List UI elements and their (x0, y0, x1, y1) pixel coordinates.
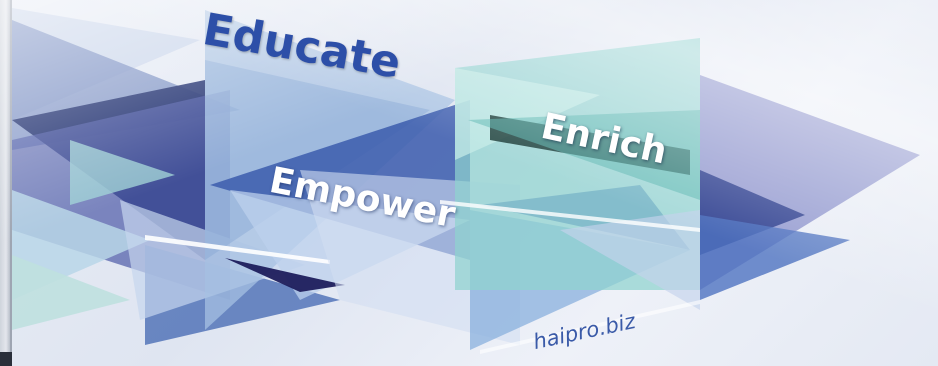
triangle-right-blue (700, 215, 850, 300)
